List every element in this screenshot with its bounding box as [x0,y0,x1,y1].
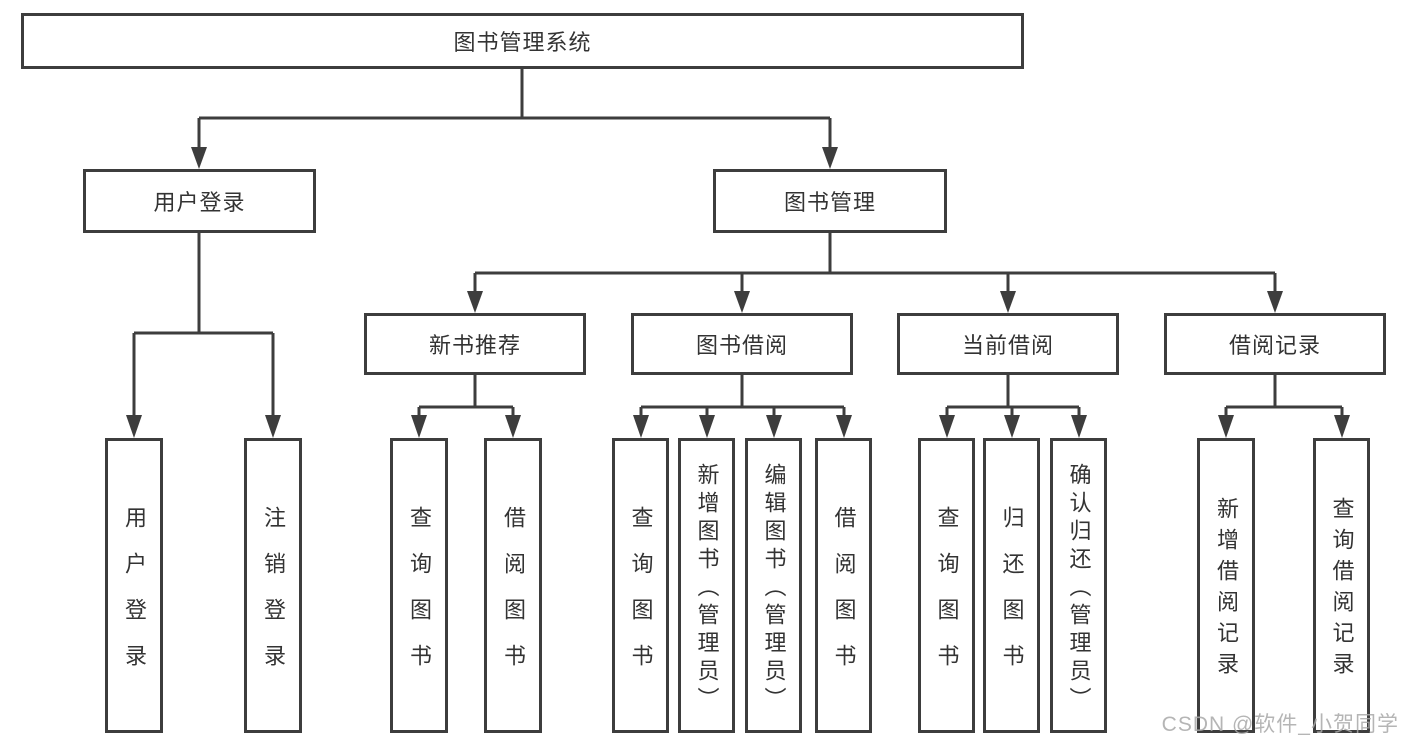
connector-book-borrow [633,375,852,438]
leaf-current-search-book: 查询图书 [918,438,975,733]
leaf-borrow-borrow-book: 借阅图书 [815,438,872,733]
node-book-borrow: 图书借阅 [631,313,853,375]
connector-root [191,69,838,169]
leaf-borrow-edit-book-admin: 编辑图书（管理员） [745,438,802,733]
node-current-borrow: 当前借阅 [897,313,1119,375]
leaf-logout: 注销登录 [244,438,302,733]
leaf-current-confirm-return-admin: 确认归还（管理员） [1050,438,1107,733]
connector-borrow-record [1218,375,1350,438]
leaf-newbooks-search-book: 查询图书 [390,438,448,733]
connector-current-borrow [939,375,1087,438]
node-root: 图书管理系统 [21,13,1024,69]
node-user-login: 用户登录 [83,169,316,233]
leaf-record-add-borrow-record: 新增借阅记录 [1197,438,1255,733]
connector-new-book-recommend [411,375,521,438]
leaf-borrow-search-book: 查询图书 [612,438,669,733]
connector-book-management [467,233,1283,313]
leaf-record-search-borrow-record: 查询借阅记录 [1313,438,1370,733]
node-book-management: 图书管理 [713,169,947,233]
leaf-current-return-book: 归还图书 [983,438,1040,733]
csdn-watermark: CSDN @软件_小贺同学 [1161,713,1399,736]
connector-user-login [126,233,281,438]
leaf-borrow-add-book-admin: 新增图书（管理员） [678,438,735,733]
leaf-user-login: 用户登录 [105,438,163,733]
node-borrow-record: 借阅记录 [1164,313,1386,375]
leaf-newbooks-borrow-book: 借阅图书 [484,438,542,733]
node-new-book-recommend: 新书推荐 [364,313,586,375]
